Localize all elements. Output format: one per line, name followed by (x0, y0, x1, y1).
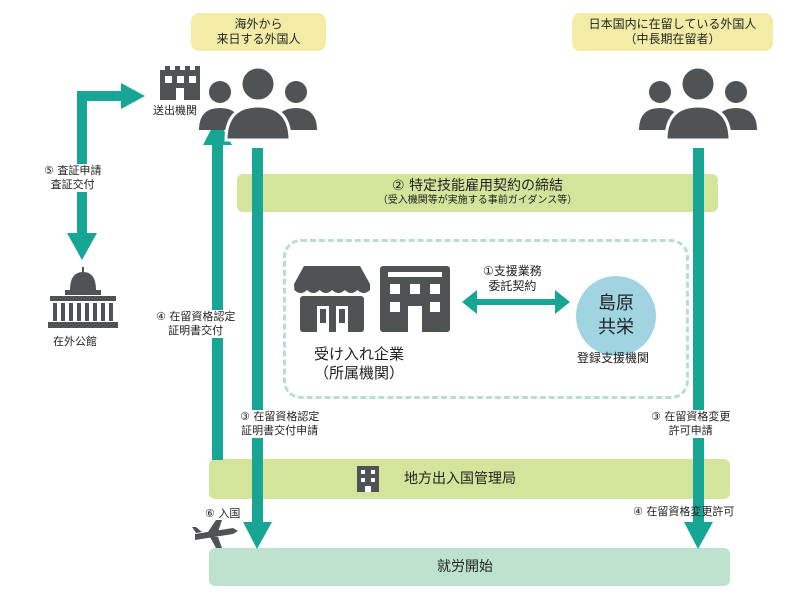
work-start-band (209, 548, 730, 586)
people-icon (639, 65, 757, 142)
immigration-bureau-band (209, 459, 730, 499)
step3-cert-label: ③ 在留資格認定 証明書交付申請 (240, 410, 320, 438)
host-company-line1: 受け入れ企業 (314, 345, 405, 363)
support-contract-frame (283, 239, 689, 399)
step1-label: ①支援業務 委託契約 (483, 264, 542, 294)
step5-label: ⑤ 査証申請 査証交付 (44, 164, 102, 192)
status-change-line (693, 148, 704, 524)
step6-label: ⑥ 入国 (205, 507, 241, 520)
resident-foreigner-note: 日本国内に在留している外国人 （中長期在留者） (572, 13, 773, 51)
step4-cert-line1: ④ 在留資格認定 (156, 310, 236, 323)
step4-change-label: ④ 在留資格変更許可 (633, 505, 735, 518)
support-org-label: 登録支援機関 (577, 351, 650, 365)
office-building-icon (380, 266, 450, 332)
contract-subtitle: （受入機関等が実施する事前ガイダンス等） (377, 195, 578, 206)
resident-note-line1: 日本国内に在留している外国人 (588, 17, 757, 31)
step3-change-label: ③ 在留資格変更 許可申請 (651, 410, 731, 438)
contract-band: ② 特定技能雇用契約の締結 （受入機関等が実施する事前ガイダンス等） (237, 174, 718, 212)
step5-line2: 査証交付 (50, 178, 95, 191)
step1-line1: ①支援業務 (483, 264, 542, 278)
resident-note-line2: （中長期在留者） (624, 32, 721, 46)
embassy-icon (48, 267, 118, 328)
support-org-circle: 島原 共栄 (576, 276, 656, 356)
overseas-note-line2: 来日する外国人 (216, 32, 301, 46)
support-org-name-line1: 島原 (598, 293, 634, 314)
sending-org-label: 送出機関 (153, 104, 197, 117)
immigration-bureau-label: 地方出入国管理局 (404, 471, 516, 487)
host-company-label: 受け入れ企業 （所属機関） (314, 345, 404, 383)
cert-issue-line (212, 142, 223, 460)
to-sending-org-arrowhead (121, 83, 145, 109)
step4-cert-label: ④ 在留資格認定 証明書交付 (156, 310, 236, 338)
step3-change-line2: 許可申請 (668, 424, 713, 437)
building-icon (160, 66, 200, 100)
airplane-icon (192, 520, 238, 548)
step4-cert-line2: 証明書交付 (168, 324, 224, 337)
overseas-note-line1: 海外から (234, 17, 283, 31)
overseas-foreigner-note: 海外から 来日する外国人 (191, 13, 326, 51)
work-start-arrowhead-right (684, 522, 713, 549)
cert-apply-line (252, 148, 263, 524)
host-company-line2: （所属機関） (314, 364, 405, 382)
step3-cert-line1: ③ 在留資格認定 (240, 410, 320, 423)
step1-line2: 委託契約 (488, 279, 537, 293)
visa-vertical-line (77, 91, 87, 209)
people-icon (199, 65, 317, 142)
step3-cert-line2: 証明書交付申請 (241, 424, 319, 437)
step3-change-line1: ③ 在留資格変更 (651, 410, 731, 423)
support-contract-line (475, 299, 557, 305)
work-start-label: 就労開始 (437, 559, 493, 575)
to-sending-org-line (77, 91, 123, 101)
to-embassy-arrowhead (67, 233, 97, 260)
embassy-label: 在外公館 (53, 335, 97, 348)
contract-title: ② 特定技能雇用契約の締結 (391, 178, 563, 194)
step5-line1: ⑤ 査証申請 (44, 164, 102, 177)
support-org-name-line2: 共栄 (598, 317, 634, 338)
shop-icon (294, 266, 370, 332)
immigration-bureau-icon (357, 466, 379, 492)
work-start-arrowhead-left (243, 522, 272, 549)
